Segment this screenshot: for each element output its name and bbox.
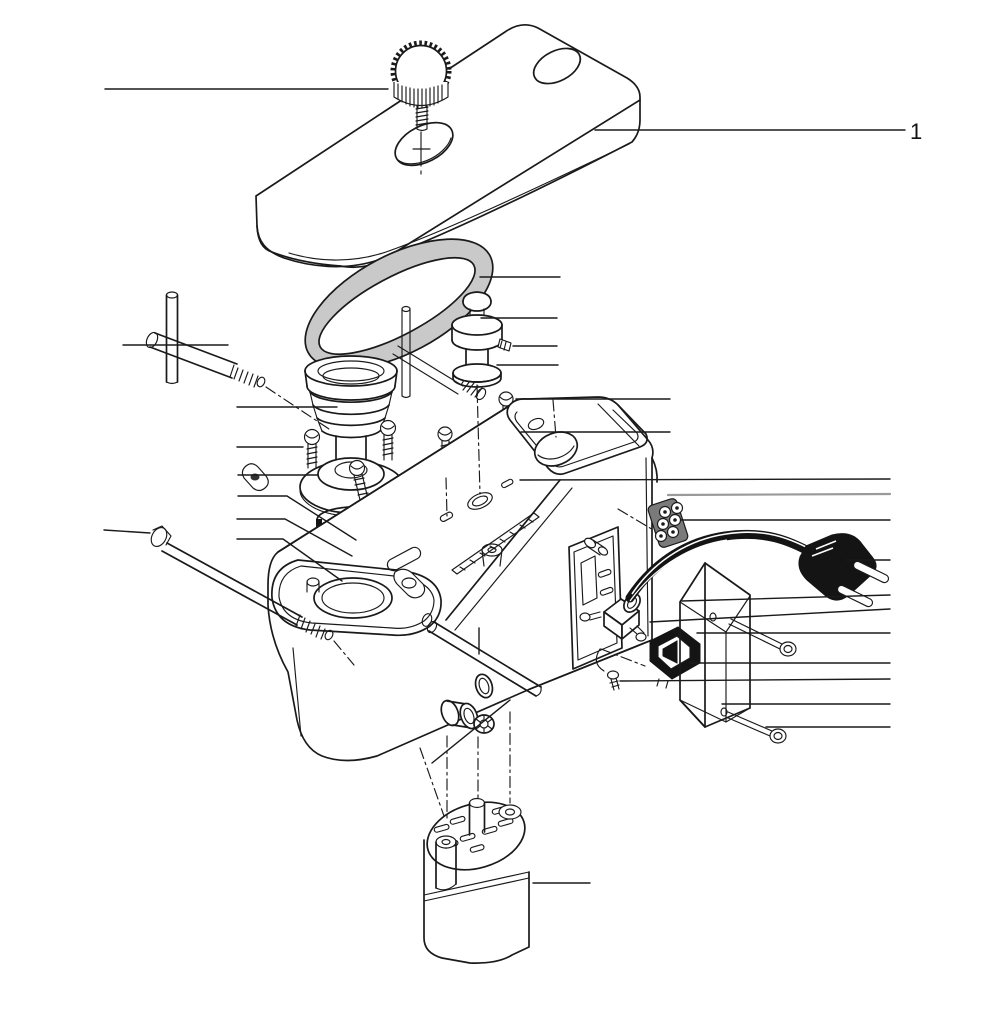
- pulley-spacer: [452, 348, 502, 388]
- drive-belt: [304, 238, 494, 370]
- guide-pin: [401, 305, 411, 399]
- leader-lines: [103, 88, 906, 884]
- leader-box-top: [681, 594, 891, 602]
- motor-stud-right: [498, 804, 522, 820]
- leader-spacer: [236, 518, 353, 557]
- motor-pulley-assembly: [451, 291, 512, 388]
- flange-screw-right: [379, 419, 397, 461]
- switch-box-cover: [679, 562, 751, 728]
- clamp-screw-left: [579, 611, 602, 622]
- leader-bearing-upper: [237, 495, 357, 541]
- lock-nut: [473, 714, 495, 734]
- cover-thumb-knob: [390, 40, 452, 132]
- spindle-pulley: [304, 355, 398, 473]
- head-pocket: [506, 403, 648, 476]
- leader-head-casting: [519, 478, 891, 481]
- power-cord: [625, 529, 817, 603]
- lobe-pin: [306, 577, 320, 593]
- stop-boss: [393, 568, 426, 599]
- knob-knurl: [397, 83, 443, 109]
- front-hole-small: [421, 613, 433, 627]
- leader-bearing-lower: [236, 538, 343, 582]
- belt-cover: [255, 23, 641, 269]
- motor-stud-left: [435, 835, 457, 891]
- front-oval-hole: [474, 673, 494, 699]
- flange-screw-left: [303, 428, 321, 469]
- pinion-shaft: [426, 620, 542, 697]
- leader-lock-nut: [431, 699, 511, 764]
- motor: [423, 797, 530, 964]
- motor-pulley: [451, 314, 503, 351]
- plate-peg: [584, 537, 609, 556]
- motor-shaft: [468, 797, 486, 836]
- switch-plate: [568, 526, 623, 670]
- small-screw: [606, 670, 620, 691]
- box-screw-lower: [725, 711, 787, 744]
- callout-1: 1: [910, 119, 922, 144]
- head-casting: [267, 396, 658, 762]
- terminal-block: [647, 498, 689, 548]
- t-handle-wrench: [145, 291, 266, 388]
- set-screw: [497, 338, 512, 352]
- leader-cord-clamp: [649, 608, 891, 623]
- knob-stud: [415, 105, 429, 132]
- rocker-switch: [649, 626, 701, 689]
- tension-bolt: [150, 525, 334, 641]
- vent-slots: [386, 478, 540, 575]
- box-screw-upper: [728, 618, 797, 657]
- leader-small-screw: [619, 678, 891, 682]
- alignment-lines: [265, 384, 656, 821]
- clamp-screw-bottom: [629, 625, 647, 642]
- leader-tension-bolt: [103, 529, 151, 534]
- flange-ear: [241, 463, 269, 492]
- leader-cord-gray: [666, 492, 892, 497]
- pulley-cap-nut: [462, 291, 492, 322]
